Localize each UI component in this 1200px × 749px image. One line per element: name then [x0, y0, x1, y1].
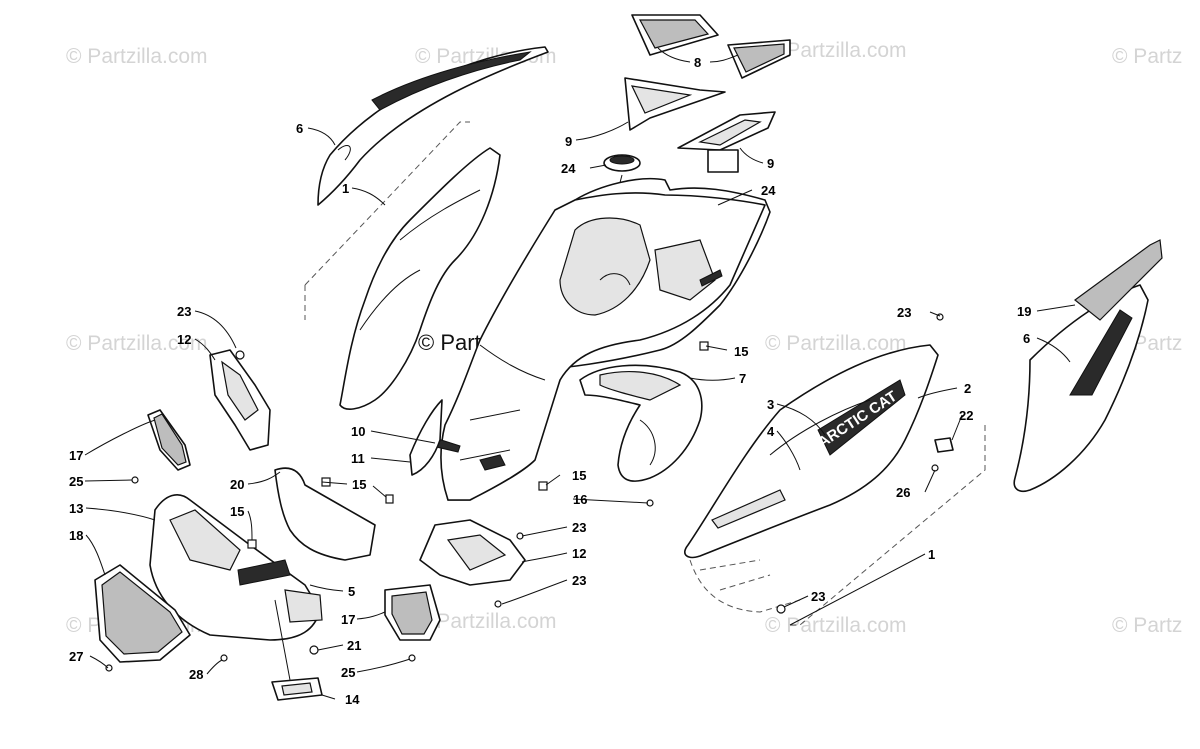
callout-1: 1	[342, 181, 349, 196]
part-1-left-side-panel	[304, 121, 501, 410]
leader-lines	[84, 47, 1076, 700]
screw-21	[309, 645, 319, 655]
callout-27: 27	[69, 649, 83, 664]
callout-23: 23	[811, 589, 825, 604]
nut-22	[934, 437, 954, 453]
callout-13: 13	[69, 501, 83, 516]
watermark-bottom-right: © Partzilla.com	[765, 614, 907, 637]
callout-25: 25	[69, 474, 83, 489]
callout-9: 9	[767, 156, 774, 171]
part-9-ducts	[624, 77, 776, 173]
screw-25a	[131, 476, 139, 484]
clip-15d	[247, 539, 257, 549]
watermark-mid-right: © Partzilla.com	[765, 332, 907, 355]
callout-21: 21	[347, 638, 361, 653]
fastener-23a	[235, 350, 245, 360]
clip-15e	[385, 494, 394, 504]
part-6-top-trim	[317, 46, 549, 206]
callout-23: 23	[897, 305, 911, 320]
callout-25: 25	[341, 665, 355, 680]
center-lower-pieces	[384, 519, 526, 641]
part-8-vents	[631, 14, 791, 79]
callout-9: 9	[565, 134, 572, 149]
callout-18: 18	[69, 528, 83, 543]
left-nose-assembly	[94, 349, 376, 701]
watermark-bottom-center: © Partzilla.com	[415, 610, 557, 633]
callout-3: 3	[767, 397, 774, 412]
callout-17: 17	[341, 612, 355, 627]
fastener-23d	[494, 600, 502, 608]
callout-22: 22	[959, 408, 973, 423]
callout-20: 20	[230, 477, 244, 492]
callout-28: 28	[189, 667, 203, 682]
callout-16: 16	[573, 492, 587, 507]
callout-12: 12	[177, 332, 191, 347]
callout-1: 1	[928, 547, 935, 562]
callout-19: 19	[1017, 304, 1031, 319]
watermark-bottom-edge: © Partz	[1112, 614, 1182, 637]
callout-23: 23	[177, 304, 191, 319]
callout-17: 17	[69, 448, 83, 463]
screw-28	[220, 654, 228, 662]
callout-7: 7	[739, 371, 746, 386]
callout-12: 12	[572, 546, 586, 561]
callout-6: 6	[296, 121, 303, 136]
callout-10: 10	[351, 424, 365, 439]
callout-14: 14	[345, 692, 360, 707]
watermark-top-edge: © Partz	[1112, 45, 1182, 68]
part-2-right-side-panel: ARCTIC CAT	[684, 344, 986, 626]
callout-23: 23	[572, 520, 586, 535]
watermark-mid-left: © Partzilla.com	[66, 332, 208, 355]
screw-27	[105, 664, 113, 672]
callout-15: 15	[230, 504, 244, 519]
part-10-11-pieces	[409, 399, 461, 476]
callouts: 6 1 8 9 9 24 24 23 12 23 19 6 15 7 2 3 2…	[69, 55, 1031, 707]
callout-24: 24	[561, 161, 576, 176]
callout-15: 15	[352, 477, 366, 492]
callout-24: 24	[761, 183, 776, 198]
callout-15: 15	[734, 344, 748, 359]
watermark-top-right: © Partzilla.com	[765, 39, 907, 62]
screw-25b	[408, 654, 416, 662]
callout-5: 5	[348, 584, 355, 599]
callout-6: 6	[1023, 331, 1030, 346]
fastener-23e	[776, 604, 786, 614]
callout-15: 15	[572, 468, 586, 483]
clip-15c	[538, 481, 548, 491]
part-6-right-panel	[1013, 239, 1163, 493]
part-7-fairing	[579, 364, 703, 482]
callout-2: 2	[964, 381, 971, 396]
callout-8: 8	[694, 55, 701, 70]
watermark-top-left: © Partzilla.com	[66, 45, 208, 68]
callout-4: 4	[767, 424, 775, 439]
callout-11: 11	[351, 451, 365, 466]
callout-23: 23	[572, 573, 586, 588]
callout-26: 26	[896, 485, 910, 500]
main-hood	[440, 177, 771, 501]
